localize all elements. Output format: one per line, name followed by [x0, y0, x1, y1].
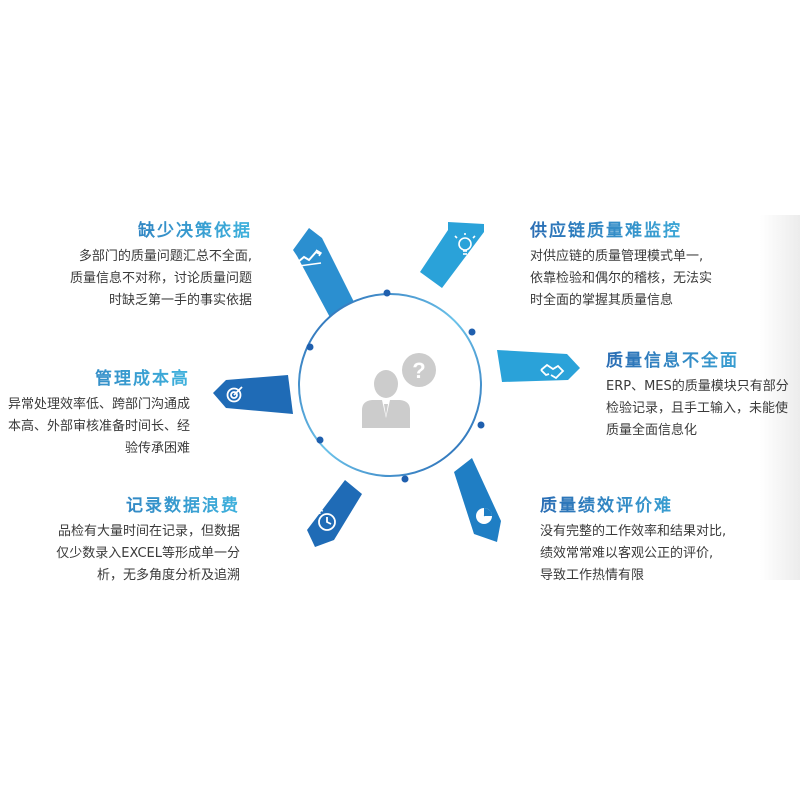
item-desc-line: 本高、外部审核准备时间长、经 [7, 419, 190, 434]
ring-node [401, 475, 409, 483]
item-block-data-waste: 记录数据浪费 品检有大量时间在记录，但数据 仅少数录入EXCEL等形成单一分 析… [56, 494, 240, 587]
item-desc-line: 依靠检验和偶尔的稽核，无法实 [530, 271, 713, 286]
item-desc-line: 绩效常常难以客观公正的评价, [540, 546, 714, 561]
ring-node [468, 328, 476, 336]
item-desc-line: 检验记录，且手工输入，未能使 [606, 401, 789, 416]
item-title: 管理成本高 [8, 367, 190, 391]
item-desc-line: 对供应链的质量管理模式单一, [530, 249, 704, 264]
item-desc-line: 品检有大量时间在记录，但数据 [57, 524, 240, 539]
ring-node [316, 436, 324, 444]
item-block-incomplete-info: 质量信息不全面 ERP、MES的质量模块只有部分 检验记录，且手工输入，未能使 … [606, 349, 789, 442]
item-desc-line: 导致工作热情有限 [540, 568, 645, 583]
item-desc-line: 验传承困难 [124, 441, 190, 456]
ring-node [383, 289, 391, 297]
item-block-supply-chain: 供应链质量难监控 对供应链的质量管理模式单一, 依靠检验和偶尔的稽核，无法实 时… [530, 219, 712, 312]
arrow-bottom-right [454, 458, 501, 542]
person-question-icon: ? [362, 353, 436, 428]
item-desc-line: 没有完整的工作效率和结果对比, [540, 524, 727, 539]
item-desc-line: 多部门的质量问题汇总不全面, [78, 249, 252, 264]
item-block-performance-eval: 质量绩效评价难 没有完整的工作效率和结果对比, 绩效常常难以客观公正的评价, 导… [540, 494, 726, 587]
svg-text:?: ? [412, 358, 425, 383]
arrow-bottom-left [307, 480, 362, 547]
trend-chart-icon [297, 249, 323, 267]
ring-node [306, 343, 314, 351]
item-desc-line: 析，无多角度分析及追溯 [96, 568, 240, 583]
item-desc-line: 仅少数录入EXCEL等形成单一分 [56, 546, 240, 561]
ring-nodes [306, 289, 485, 483]
item-title: 缺少决策依据 [70, 219, 252, 243]
item-title: 供应链质量难监控 [530, 219, 712, 243]
item-block-management-cost: 管理成本高 异常处理效率低、跨部门沟通成 本高、外部审核准备时间长、经 验传承困… [8, 367, 190, 460]
item-desc-line: 时全面的掌握其质量信息 [530, 293, 674, 308]
item-desc-line: 异常处理效率低、跨部门沟通成 [7, 397, 190, 412]
item-desc-line: ERP、MES的质量模块只有部分 [606, 379, 789, 394]
right-edge-shadow [760, 215, 800, 580]
arrow-top-right [420, 222, 484, 288]
lightbulb-icon [454, 233, 476, 255]
arrow-right [497, 350, 580, 382]
target-icon [226, 386, 243, 403]
handshake-icon [540, 363, 565, 380]
arrow-left [213, 375, 293, 414]
arrow-top-left [293, 228, 358, 323]
item-desc-line: 质量全面信息化 [606, 423, 698, 438]
ring-node [477, 421, 485, 429]
item-desc-line: 时缺乏第一手的事实依据 [108, 293, 252, 308]
item-title: 质量绩效评价难 [540, 494, 726, 518]
item-title: 质量信息不全面 [606, 349, 789, 373]
clock-refresh-icon [318, 509, 336, 531]
item-title: 记录数据浪费 [56, 494, 240, 518]
item-block-missing-decision-basis: 缺少决策依据 多部门的质量问题汇总不全面, 质量信息不对称，讨论质量问题 时缺乏… [70, 219, 252, 312]
pie-chart-icon [476, 508, 492, 524]
item-desc-line: 质量信息不对称，讨论质量问题 [69, 271, 252, 286]
